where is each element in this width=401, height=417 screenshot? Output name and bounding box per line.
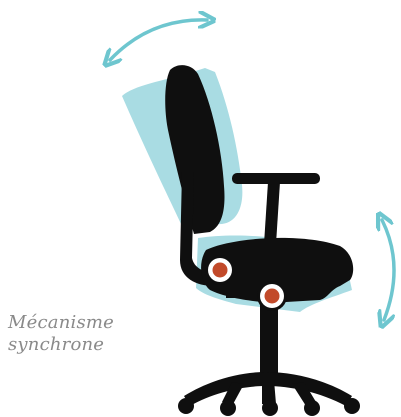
rear-pivot-icon	[205, 255, 235, 285]
caster-5	[344, 398, 360, 414]
caster-4	[304, 400, 320, 416]
chair-silhouette	[165, 65, 360, 416]
front-pivot-icon	[257, 281, 287, 311]
caster-3	[262, 400, 278, 416]
gas-cylinder	[260, 300, 278, 376]
backrest-tilt-arrow-icon	[110, 20, 207, 60]
armrest-post	[264, 182, 280, 244]
diagram-caption: Mécanisme synchrone	[8, 312, 114, 356]
caption-line-2: synchrone	[8, 334, 114, 356]
seat-tilt-arrow-icon	[382, 220, 394, 320]
caster-2	[220, 400, 236, 416]
caption-line-1: Mécanisme	[8, 312, 114, 334]
caster-1	[178, 398, 194, 414]
